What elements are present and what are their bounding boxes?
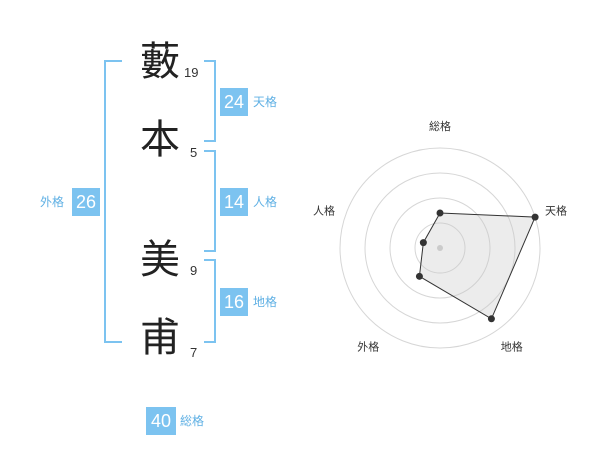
radar-grid-ring-4 — [339, 147, 541, 349]
radar-axis-label-2: 天格 — [545, 203, 567, 217]
radar-center-dot — [437, 245, 443, 251]
radar-axis-label-3: 地格 — [501, 340, 523, 354]
stroke-count-2: 5 — [190, 145, 198, 160]
stroke-count-3: 9 — [190, 263, 198, 278]
radar-axis-label-4: 外格 — [357, 340, 379, 354]
jinkaku-label: 人格 — [253, 195, 278, 209]
stroke-count-4: 7 — [190, 345, 198, 360]
radar-area — [418, 212, 536, 320]
name-char-2: 本 — [140, 117, 180, 163]
name-char-4: 甫 — [140, 315, 180, 361]
soukaku-label: 総格 — [180, 414, 205, 428]
chikaku-value-badge: 16 — [220, 288, 248, 316]
jinkaku-bracket — [204, 150, 216, 252]
chikaku-label: 地格 — [253, 295, 278, 309]
radar-point-3 — [487, 315, 495, 323]
chikaku-bracket — [204, 259, 216, 343]
jinkaku-value-badge: 14 — [220, 188, 248, 216]
radar-point-2 — [531, 213, 539, 221]
radar-point-5 — [419, 239, 427, 247]
tenkaku-bracket — [204, 60, 216, 142]
radar-grid-ring-3 — [364, 172, 516, 324]
tenkaku-value-badge: 24 — [220, 88, 248, 116]
radar-grid-ring-1 — [414, 222, 466, 274]
stroke-count-1: 19 — [184, 65, 199, 80]
gaikaku-label: 外格 — [40, 195, 65, 209]
radar-point-1 — [436, 209, 444, 217]
radar-point-4 — [415, 272, 423, 280]
gaikaku-bracket — [104, 60, 122, 343]
radar-grid-ring-2 — [389, 197, 491, 299]
tenkaku-label: 天格 — [253, 95, 278, 109]
name-char-3: 美 — [140, 237, 180, 283]
radar-axis-label-5: 人格 — [313, 203, 335, 217]
soukaku-value-badge: 40 — [146, 407, 176, 435]
gaikaku-value-badge: 26 — [72, 188, 100, 216]
radar-axis-label-1: 総格 — [429, 119, 451, 133]
name-char-1: 藪 — [140, 39, 180, 85]
